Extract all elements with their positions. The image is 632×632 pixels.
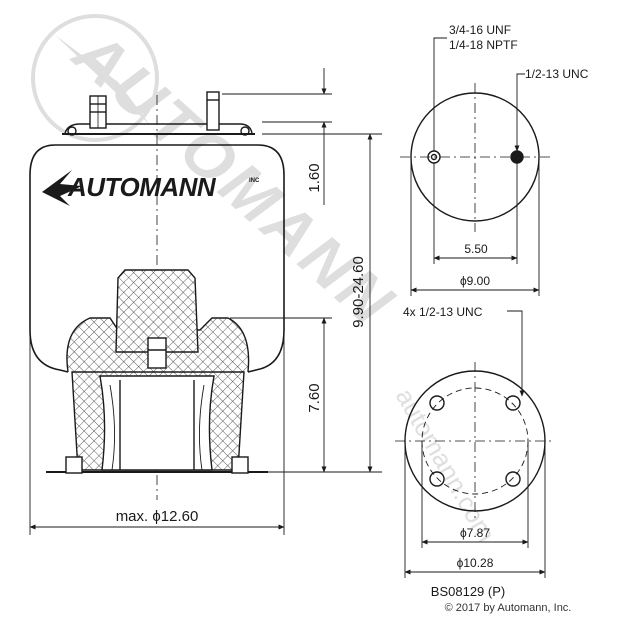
stud-offset-label: 5.50 [464,242,488,256]
outer-diameter-label: ϕ10.28 [457,556,494,570]
piston-height-label: 7.60 [306,383,323,412]
part-number: BS08129 (P) [431,584,505,599]
stud-thread-label: 1/2-13 UNC [525,67,589,81]
bottom-view [395,310,555,578]
watermark-site-text: automann.com [390,383,502,547]
brand-logo: AUTOMANN INC [42,170,260,206]
dim-max-diameter [29,335,285,535]
thread-label-2: 1/4-18 NPTF [449,38,518,52]
air-fitting [89,95,107,129]
side-view: AUTOMANN INC [29,68,382,535]
bolt-hole-icon [505,471,521,487]
top-view [400,37,550,296]
top-plate [62,123,255,136]
mounting-stud [206,91,220,131]
bolt-circle-label: ϕ7.87 [460,526,490,540]
logo-arrow-icon [42,170,82,206]
bolt-holes-label: 4x 1/2-13 UNC [403,305,483,319]
logo-text: AUTOMANN [67,172,217,202]
piston [46,269,268,474]
dim-top-offset [222,68,332,205]
height-range-label: 9.90-24.60 [350,256,367,328]
dim-piston-height [230,317,332,473]
copyright: © 2017 by Automann, Inc. [445,602,572,614]
thread-label-1: 3/4-16 UNF [449,23,511,37]
stud-hole-icon [510,150,524,164]
top-offset-label: 1.60 [306,163,323,192]
bellows [29,144,285,373]
logo-suffix: INC [249,178,260,184]
watermark-logo-circle [31,14,159,142]
watermark-logo-arrow [55,35,150,125]
bolt-hole-icon [429,395,445,411]
bolt-hole-icon [429,471,445,487]
max-diameter-label: max. ϕ12.60 [116,508,199,525]
bolt-hole-icon [505,395,521,411]
plate-diameter-label: ϕ9.00 [460,274,490,288]
